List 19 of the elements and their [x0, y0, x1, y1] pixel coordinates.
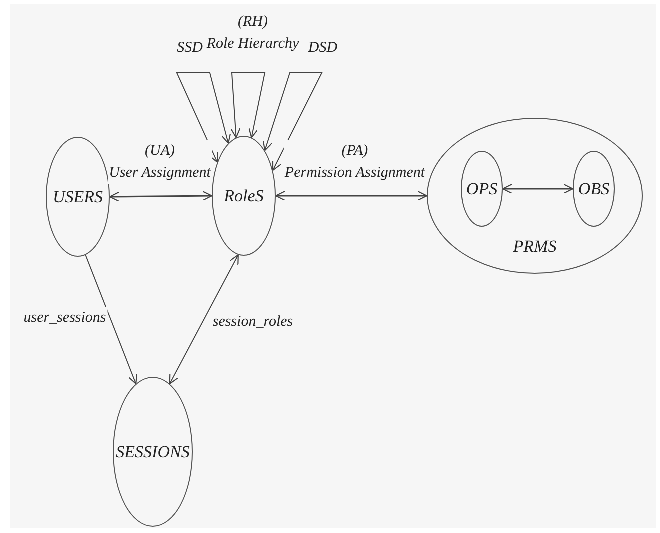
arrow	[502, 184, 574, 194]
node-label: RoleS	[224, 185, 264, 208]
ellipse-node	[573, 151, 615, 227]
ellipse-node	[427, 118, 643, 274]
node-label: PRMS	[513, 236, 557, 258]
arrow	[262, 72, 323, 172]
ellipse-node	[461, 151, 503, 227]
node-label: USERS	[52, 186, 104, 208]
node-label: OPS	[466, 178, 498, 200]
node-label: SESSIONS	[116, 441, 190, 464]
arrow	[230, 72, 266, 138]
ellipse-node	[113, 377, 193, 527]
edge-label: (UA) User Assignment	[108, 140, 212, 184]
arrow	[85, 254, 138, 385]
arrow	[275, 190, 428, 202]
node-label: OBS	[578, 178, 610, 200]
arrow	[169, 254, 239, 385]
arrow	[109, 191, 213, 202]
arrow	[176, 72, 232, 163]
